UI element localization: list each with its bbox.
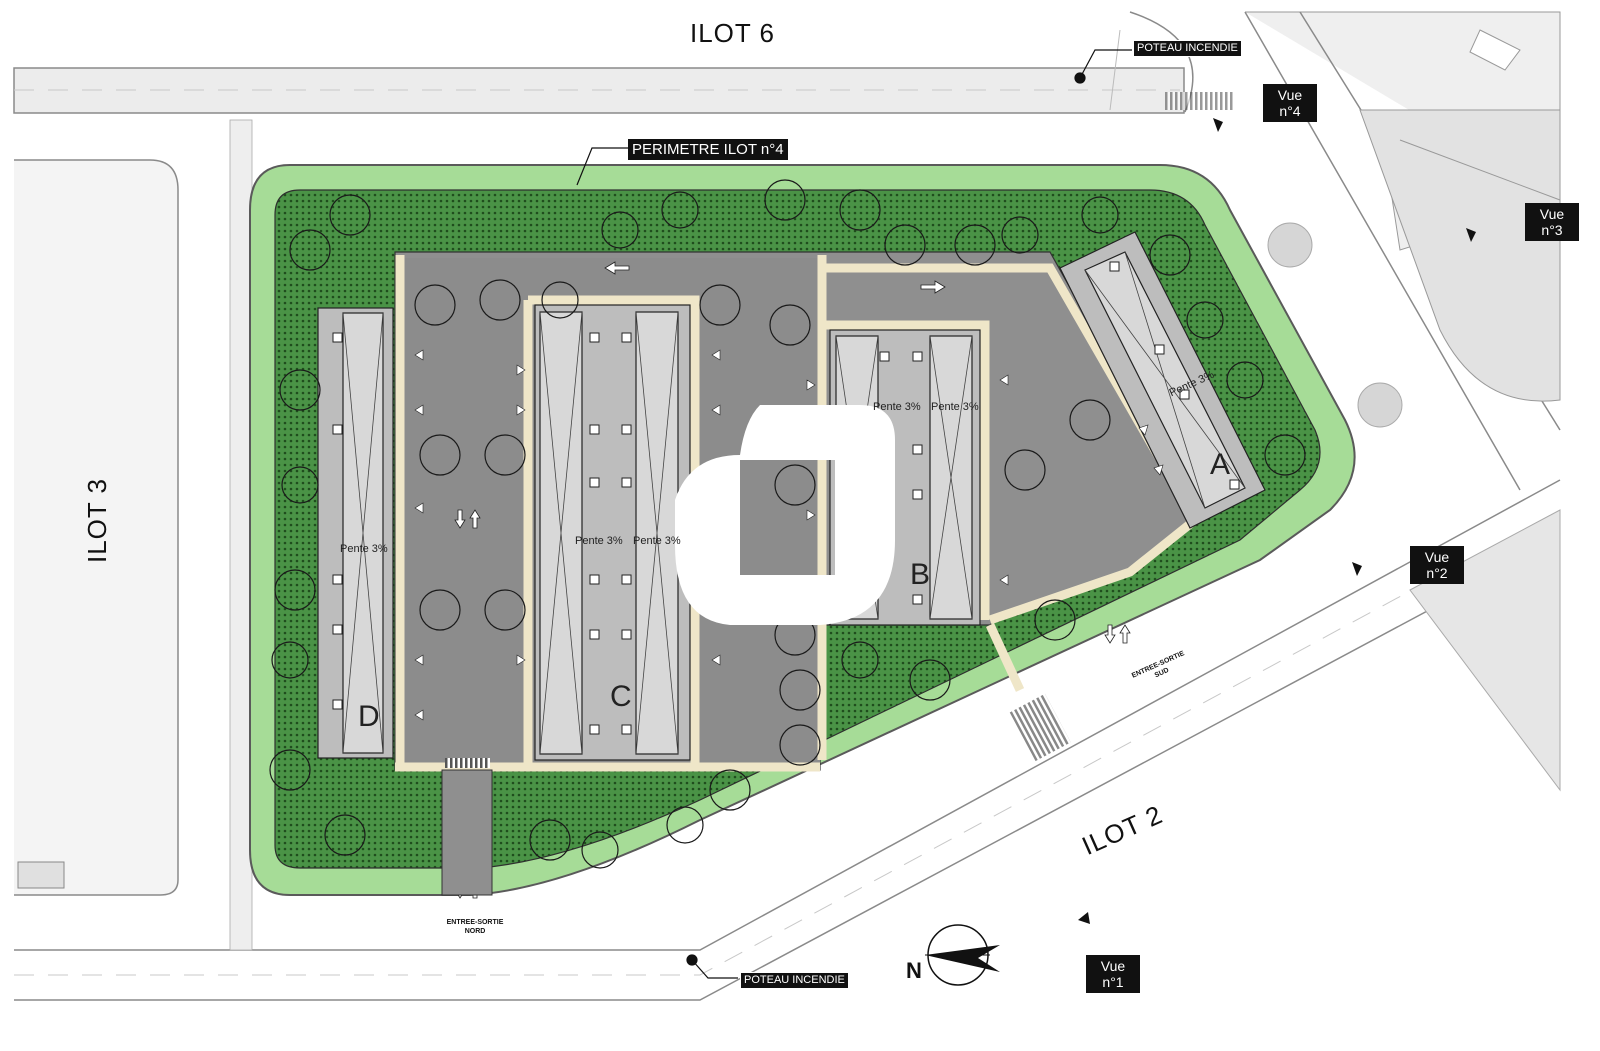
view-markers [1078,118,1476,924]
view-label-1: Vue n°1 [1086,955,1140,993]
view-label-4-number: n°4 [1279,103,1301,119]
view-label-4: Vue n°4 [1263,84,1317,122]
perimeter-callout: PERIMETRE ILOT n°4 [628,139,788,160]
building-label-a: A [1210,448,1231,481]
parking-arrows [414,349,1164,721]
roof-markers [332,261,1240,735]
entrance-label-nord-line1: ENTREE-SORTIE [446,919,504,926]
slope-label-c1: Pente 3% [575,535,623,547]
building-label-d: D [358,700,380,733]
view-label-3-number: n°3 [1541,222,1563,238]
slope-label-d: Pente 3% [340,543,388,555]
view-label-2-word: Vue [1424,549,1450,565]
compass-rose [925,924,1000,986]
parking-area [394,251,1201,771]
hydrant-callout-top: POTEAU INCENDIE [1133,40,1242,57]
view-label-2-number: n°2 [1426,565,1448,581]
view-label-1-number: n°1 [1102,974,1124,990]
masked-region [675,405,895,625]
hydrant-callout-bottom: POTEAU INCENDIE [740,972,849,989]
view-label-3-word: Vue [1539,206,1565,222]
north-entrance-ramp [441,769,493,896]
view-label-3: Vue n°3 [1525,203,1579,241]
view-label-1-word: Vue [1100,958,1126,974]
leader-lines [576,49,1132,979]
view-label-2: Vue n°2 [1410,546,1464,584]
building-label-c: C [610,680,632,713]
zone-label-ilot6: ILOT 6 [690,18,776,48]
view-label-4-word: Vue [1277,87,1303,103]
buildings [317,231,1266,761]
entrance-label-nord: ENTREE-SORTIE NORD [440,918,510,936]
zone-label-ilot3: ILOT 3 [82,477,113,564]
trees [269,179,1306,869]
slope-label-b1: Pente 3% [873,401,921,413]
entrance-label-nord-line2: NORD [464,928,486,935]
slope-label-c2: Pente 3% [633,535,681,547]
north-letter: N [906,958,922,983]
slope-label-b2: Pente 3% [931,401,979,413]
building-label-b: B [910,558,931,591]
